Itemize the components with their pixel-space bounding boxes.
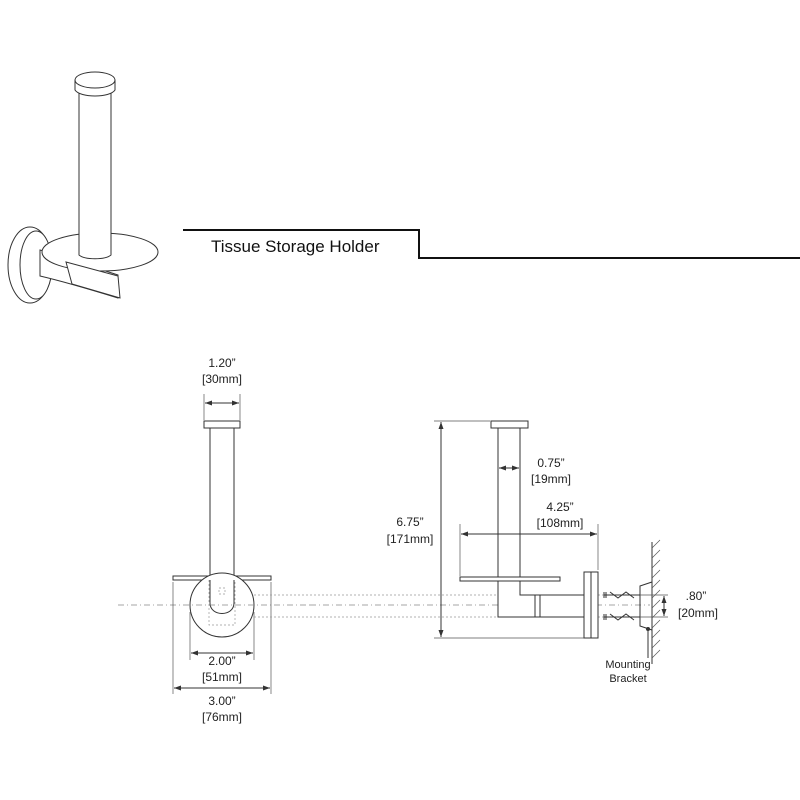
dim-flange-outer-in: 3.00”: [208, 694, 235, 708]
title-block: Tissue Storage Holder: [183, 229, 800, 259]
mounting-bracket-label-line2: Bracket: [609, 673, 646, 685]
title-text: Tissue Storage Holder: [211, 237, 380, 256]
front-view: 1.20” [30mm] 2.00” [51mm] 3.00” [76mm]: [118, 356, 310, 724]
dim-post-width-mm: [30mm]: [202, 372, 242, 386]
dim-flange-inner-in: 2.00”: [208, 654, 235, 668]
dim-post-depth-in: 0.75”: [537, 456, 564, 470]
side-view: 6.75” [171mm] 0.75” [19mm] 4.25” [108mm]: [387, 420, 718, 685]
dim-bracket-spacing-in: .80”: [686, 589, 707, 603]
dim-bracket-spacing-mm: [20mm]: [678, 606, 718, 620]
dim-height-in: 6.75”: [396, 515, 423, 529]
product-perspective-sketch: [7, 71, 159, 304]
dim-post-width-in: 1.20”: [208, 356, 235, 370]
dim-flange-inner-mm: [51mm]: [202, 670, 242, 684]
dim-projection-in: 4.25”: [546, 500, 573, 514]
mounting-bracket-label-line1: Mounting: [605, 659, 650, 671]
dim-post-depth-mm: [19mm]: [531, 472, 571, 486]
dim-projection-mm: [108mm]: [537, 516, 584, 530]
dim-height-mm: [171mm]: [387, 532, 434, 546]
dim-flange-outer-mm: [76mm]: [202, 710, 242, 724]
